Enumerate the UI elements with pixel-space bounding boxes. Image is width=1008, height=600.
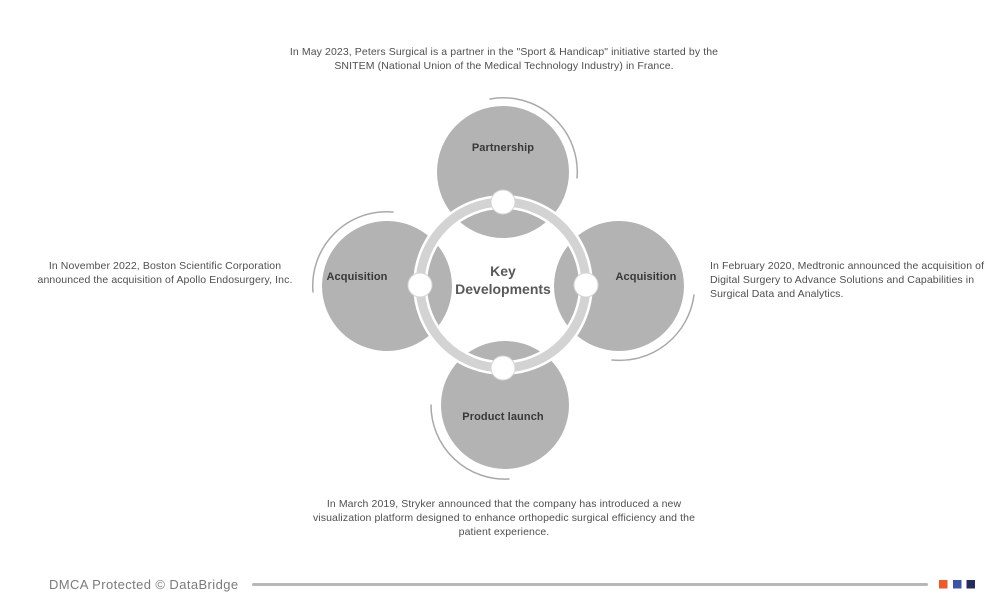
footer: DMCA Protected © DataBridge: [0, 570, 1008, 600]
decorative-arc-top: [489, 97, 579, 179]
note-acquisition-left: In November 2022, Boston Scientific Corp…: [37, 260, 293, 286]
node-label-acquisition-left: Acquisition: [326, 271, 388, 283]
note-acquisition-right: In February 2020, Medtronic announced th…: [710, 260, 985, 300]
node-label-product-launch: Product launch: [462, 411, 544, 423]
note-partnership: In May 2023, Peters Surgical is a partne…: [289, 46, 719, 72]
brand-square-orange: [939, 580, 948, 589]
brand-square-blue: [953, 580, 962, 589]
node-label-acquisition-right: Acquisition: [615, 271, 677, 283]
node-circle-product-launch: [441, 341, 569, 469]
dmca-copyright-text: DMCA Protected © DataBridge: [49, 577, 239, 592]
connector-dot-right: [573, 272, 599, 298]
brand-squares-icon: [939, 580, 975, 589]
connector-dot-top: [490, 189, 516, 215]
decorative-arc-left: [311, 210, 394, 293]
diagram-center-title: Key Developments: [455, 263, 551, 298]
brand-square-navy: [966, 580, 975, 589]
decorative-arc-bottom: [430, 404, 510, 480]
note-product-launch: In March 2019, Stryker announced that th…: [312, 498, 696, 538]
connector-dot-bottom: [490, 355, 516, 381]
footer-divider: [252, 583, 928, 586]
connector-dot-left: [407, 272, 433, 298]
decorative-arc-right: [611, 294, 695, 362]
node-label-partnership: Partnership: [471, 142, 535, 154]
